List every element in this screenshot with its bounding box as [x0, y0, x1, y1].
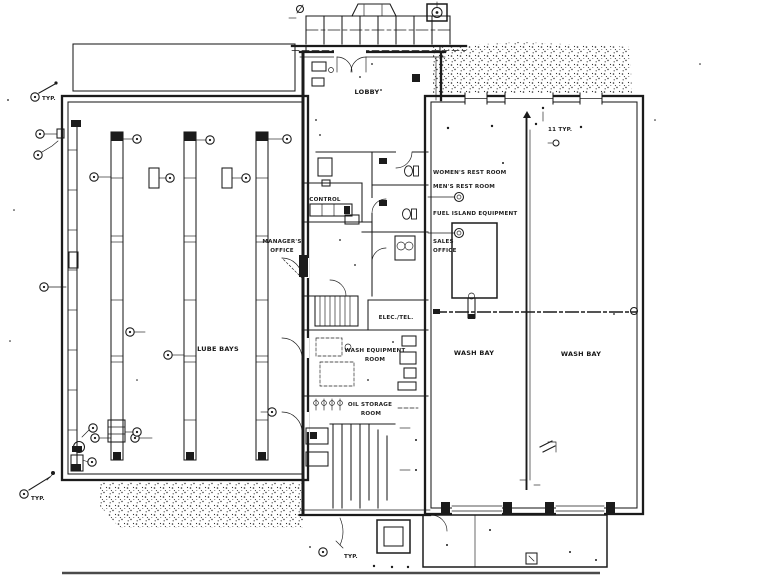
- wash-equipment-room: [301, 329, 429, 397]
- oil-storage-room: [305, 398, 419, 509]
- wash-bay-left-label: WASH BAY: [454, 349, 494, 357]
- center-divider: [519, 111, 557, 490]
- restrooms: [315, 149, 429, 233]
- elec-tel-label: ELEC./TEL.: [379, 315, 414, 321]
- scan-artifacts: [7, 63, 701, 575]
- stipple-band-bottom-left: [100, 482, 303, 528]
- fuel-island-equipment-label: FUEL ISLAND EQUIPMENT: [433, 211, 517, 217]
- lobby-furniture: [311, 61, 420, 136]
- typ-wash-bay-note: 11 TYP.: [548, 127, 572, 133]
- womens-rest-room-label: WOMEN'S REST ROOM: [433, 170, 507, 176]
- bottom-wall-doors: [441, 502, 615, 515]
- bottom-right-pad: [422, 514, 608, 568]
- stairs: [314, 295, 359, 327]
- managers-office: [299, 221, 373, 299]
- sales-office-label-1: SALES: [433, 239, 454, 245]
- lube-pit-3: [255, 131, 269, 461]
- lube-bay-doors: [281, 257, 309, 433]
- fuel-island-equipment-room: [451, 222, 498, 299]
- mens-rest-room-label: MEN'S REST ROOM: [433, 184, 495, 190]
- lobby-label: LOBBY: [355, 88, 380, 96]
- wash-bay-right-label: WASH BAY: [561, 350, 601, 358]
- oil-storage-label-2: ROOM: [361, 411, 381, 417]
- wash-bay-keynotes: [446, 106, 583, 164]
- typ-top-left-note: TYP.: [42, 96, 56, 102]
- top-wall-windows: [464, 92, 603, 105]
- wash-equipment-label-1: WASH EQUIPMENT: [345, 348, 406, 354]
- lube-pit-2: [183, 131, 197, 461]
- sales-office-label-2: OFFICE: [433, 248, 457, 254]
- keynote-restrooms: [427, 191, 465, 203]
- wash-bays-building: 11 TYP. WOMEN'S REST ROOM MEN'S REST ROO…: [423, 92, 645, 516]
- valve-symbols: [313, 398, 343, 411]
- bottom-center-pad: [318, 517, 411, 569]
- managers-office-label-2: OFFICE: [270, 248, 294, 254]
- control-room: [301, 182, 363, 223]
- lube-bays-label: LUBE BAYS: [197, 345, 239, 353]
- elec-tel-room: [367, 299, 429, 331]
- lube-pit-1: [110, 131, 124, 461]
- typ-bottom-center-note: TYP.: [344, 554, 358, 560]
- water-heater-area: [70, 419, 142, 472]
- canopy-corner-symbol: [426, 1, 448, 22]
- keynote-sales: [427, 227, 465, 239]
- door-track-line: [433, 292, 639, 319]
- wash-equipment-label-2: ROOM: [365, 357, 385, 363]
- office-block: LOBBY CONTROL: [262, 48, 447, 517]
- lube-bays-building: LUBE BAYS: [60, 94, 310, 482]
- keynote-bubbles-lube: [89, 134, 292, 443]
- left-edge-keynotes: [19, 81, 67, 499]
- oil-storage-label-1: OIL STORAGE: [348, 402, 392, 408]
- stipple-band-top-left: [72, 43, 296, 92]
- canopy-keynote: [288, 4, 305, 19]
- stipple-patch-top-right: [433, 42, 632, 94]
- corridor-closet: [371, 235, 416, 263]
- managers-office-label-1: MANAGER'S: [262, 239, 301, 245]
- control-label: CONTROL: [309, 197, 341, 203]
- typ-bottom-left-note: TYP.: [31, 496, 45, 502]
- fuel-canopy: [288, 1, 468, 53]
